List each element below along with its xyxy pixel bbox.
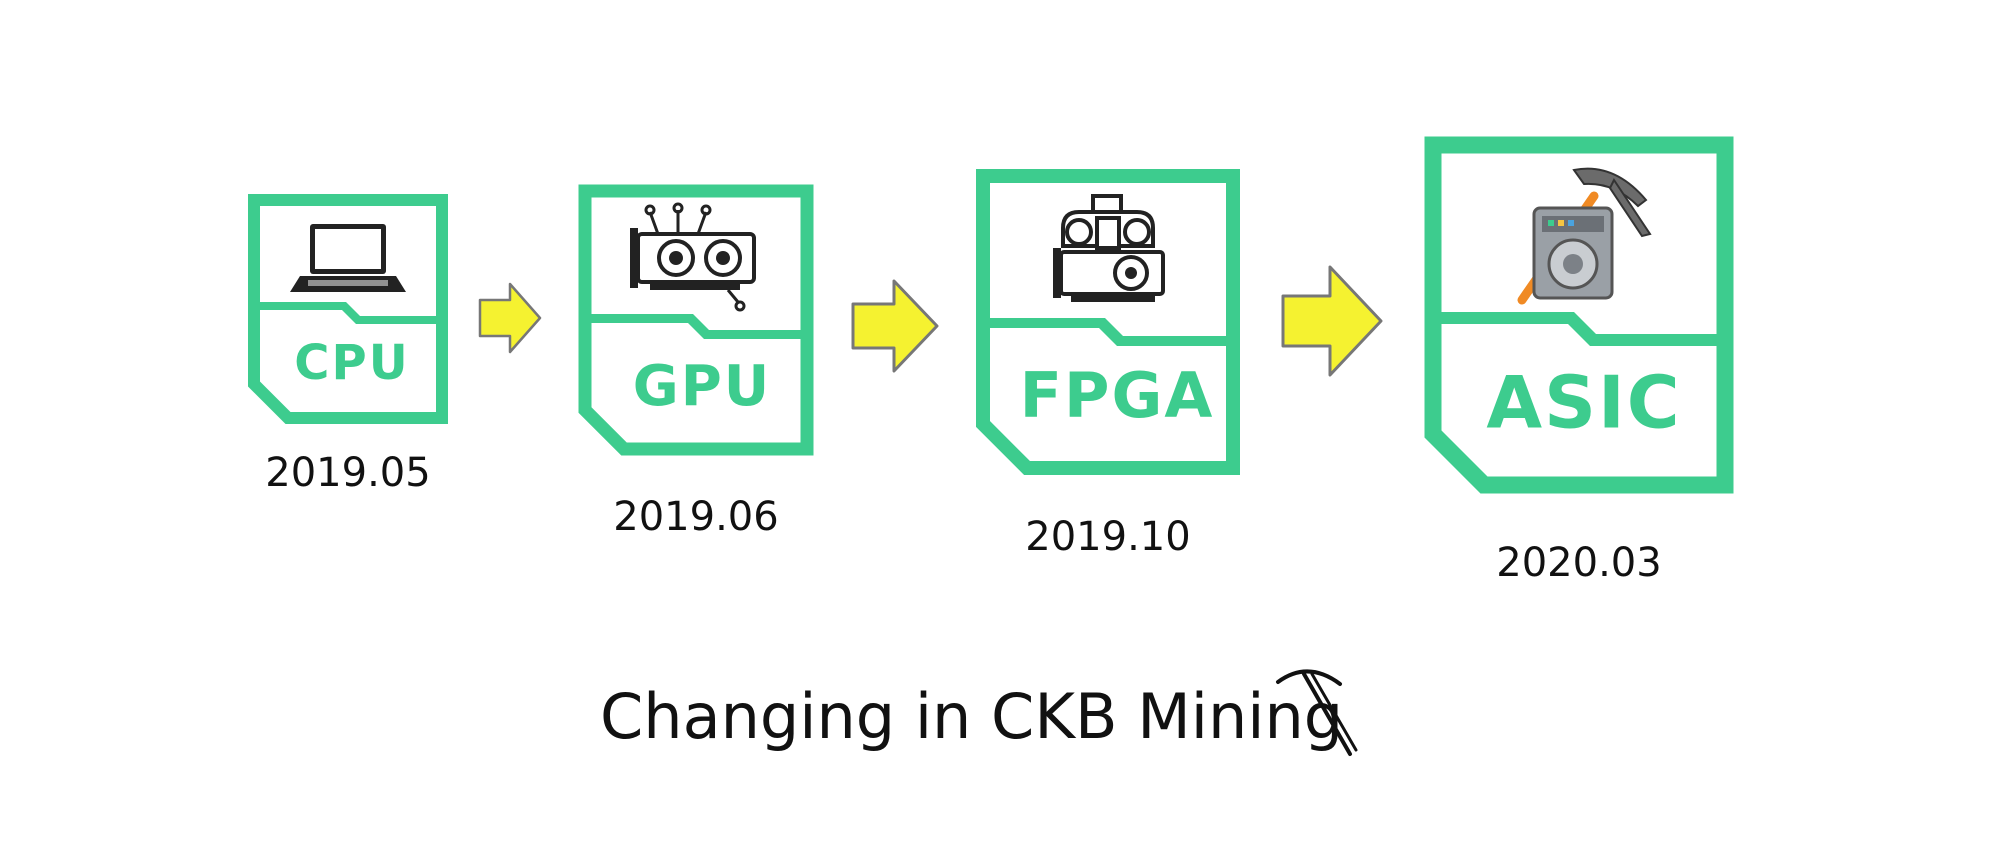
gpu-card-icon [630, 202, 756, 312]
stage-asic: ASIC 2020.03 [1424, 136, 1734, 586]
laptop-icon [290, 224, 406, 292]
asic-miner-pickaxe-icon [1517, 167, 1652, 305]
diagram-title: Changing in CKB Mining [600, 680, 1344, 753]
stage-label-cpu: CPU [294, 335, 409, 391]
stage-label-asic: ASIC [1486, 361, 1681, 445]
stage-card-gpu: GPU [578, 184, 814, 456]
stage-gpu: GPU 2019.06 [578, 184, 814, 540]
arrow-right-icon [478, 282, 542, 354]
stage-label-gpu: GPU [633, 354, 771, 419]
stage-label-fpga: FPGA [1020, 359, 1215, 432]
stage-cpu: CPU 2019.05 [248, 194, 448, 496]
arrow-right-icon [851, 279, 939, 373]
stage-card-asic: ASIC [1424, 136, 1734, 494]
stage-card-cpu: CPU [248, 194, 448, 424]
stage-date-asic: 2020.03 [1496, 540, 1662, 586]
stage-date-fpga: 2019.10 [1025, 514, 1191, 560]
stage-card-fpga: FPGA [976, 169, 1240, 475]
arrow-right-icon [1281, 265, 1383, 377]
pickaxe-icon [1276, 669, 1358, 756]
stage-date-cpu: 2019.05 [265, 450, 431, 496]
stage-fpga: FPGA 2019.10 [975, 168, 1241, 560]
fpga-board-icon [1053, 194, 1165, 302]
stage-date-gpu: 2019.06 [613, 494, 779, 540]
